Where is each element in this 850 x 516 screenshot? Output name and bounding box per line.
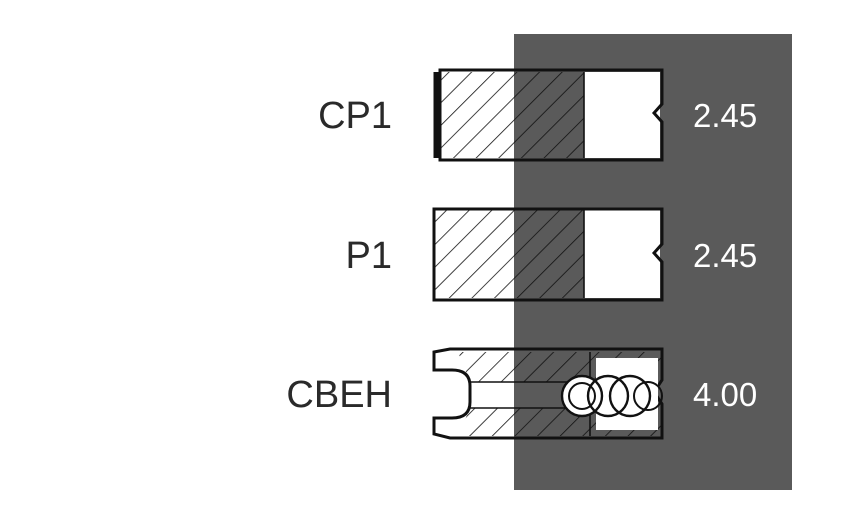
ring-cp1-profile: [433, 68, 664, 162]
ring-cbeh-profile: [432, 347, 664, 440]
ring-label-cbeh: CBEH: [286, 374, 392, 416]
ring-label-cp1: CP1: [318, 95, 392, 137]
ring-p1-profile: [432, 207, 664, 302]
ring-value-cp1: 2.45: [693, 97, 758, 134]
ring-value-p1: 2.45: [693, 237, 758, 274]
ring-label-p1: P1: [345, 235, 392, 277]
ring-value-cbeh: 4.00: [693, 376, 758, 413]
